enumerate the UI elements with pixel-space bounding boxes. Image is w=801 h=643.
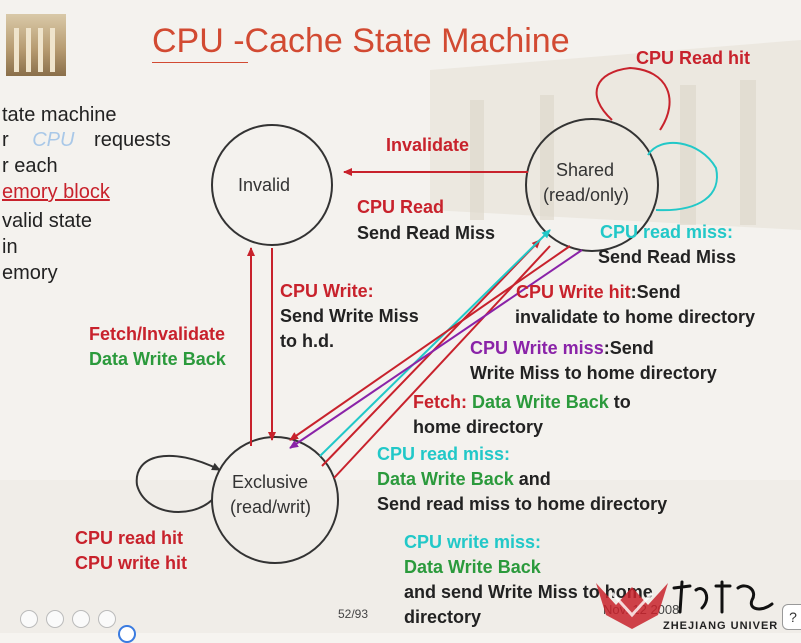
label-invalidate: Invalidate [386,135,470,155]
label-cpu-read-miss-shared: CPU read miss: [600,222,734,242]
label-send-write-miss: Send Write Miss [280,306,419,326]
more-tool-button[interactable] [98,610,116,628]
invalid-state-label: Invalid [238,175,291,195]
label-cpu-write: CPU Write: [280,281,374,301]
arrow-shared-to-exclusive-red [289,245,571,441]
label-data-write-back: Data Write Back [89,349,226,369]
shared-state-circle [525,118,659,252]
label-write-miss-home: Write Miss to home directory [470,363,717,383]
university-name: ZHEJIANG UNIVER [663,620,779,632]
side-text-line-3: r each [2,155,58,177]
label-home-directory: home directory [413,417,544,437]
arrow-shared-to-exclusive-purple [289,249,583,449]
label-send-read-miss: Send Read Miss [357,223,496,243]
shared-state-sublabel: (read/only) [543,185,630,205]
slide-title: CPU -Cache State Machine [152,22,570,60]
exclusive-state-sublabel: (read/writ) [230,497,312,517]
title-underline [152,62,248,63]
cursor-dot-icon [118,625,136,643]
temple-thumbnail [6,14,66,76]
pen-tool-button[interactable] [20,610,38,628]
side-text-line-1: tate machine [2,104,117,126]
side-text-line-2: r CPU requests [2,129,171,151]
university-logo-icon [596,583,668,629]
label-cpu-write-miss: CPU Write miss:Send [470,338,654,358]
label-to-hd: to h.d. [280,331,334,351]
shared-read-miss-loop [647,141,718,212]
page-number: 52/93 [338,607,369,621]
label-cpu-write-hit-exclusive: CPU write hit [75,553,188,573]
label-and-send-write-miss: and send Write Miss to home [404,582,653,602]
university-calligraphy-icon [672,580,774,614]
label-cpu-read-miss-exclusive: CPU read miss: [377,444,511,464]
arrow-exclusive-to-shared-cyan [319,229,551,457]
zoom-tool-button[interactable] [72,610,90,628]
label-cpu-read: CPU Read [357,197,445,217]
exclusive-state-label: Exclusive [232,472,309,492]
side-text-line-5: valid state [2,210,93,232]
exclusive-hit-loop [135,454,221,513]
help-icon[interactable]: ? [782,604,801,630]
shared-read-hit-loop [595,66,671,131]
label-fetch-invalidate: Fetch/Invalidate [89,324,226,344]
side-text-line-6: in [2,236,18,258]
label-cpu-read-hit-exclusive: CPU read hit [75,528,184,548]
label-cpu-write-hit: CPU Write hit:Send [516,282,681,302]
label-dwb-and: Data Write Back and [377,469,551,489]
slides-tool-button[interactable] [46,610,64,628]
side-text-line-7: emory [2,262,58,284]
label-directory: directory [404,607,482,627]
side-text-line-4: emory block [2,181,110,203]
label-dwb-exclusive: Data Write Back [404,557,541,577]
label-fetch: Fetch: Data Write Back to [413,392,631,412]
shared-state-label: Shared [556,160,615,180]
label-cpu-write-miss-exclusive: CPU write miss: [404,532,542,552]
invalid-state-circle [211,124,333,246]
label-invalidate-home: invalidate to home directory [515,307,756,327]
label-send-read-miss-home: Send read miss to home directory [377,494,668,514]
label-send-read-miss-2: Send Read Miss [598,247,737,267]
label-cpu-read-hit-shared: CPU Read hit [636,48,751,68]
